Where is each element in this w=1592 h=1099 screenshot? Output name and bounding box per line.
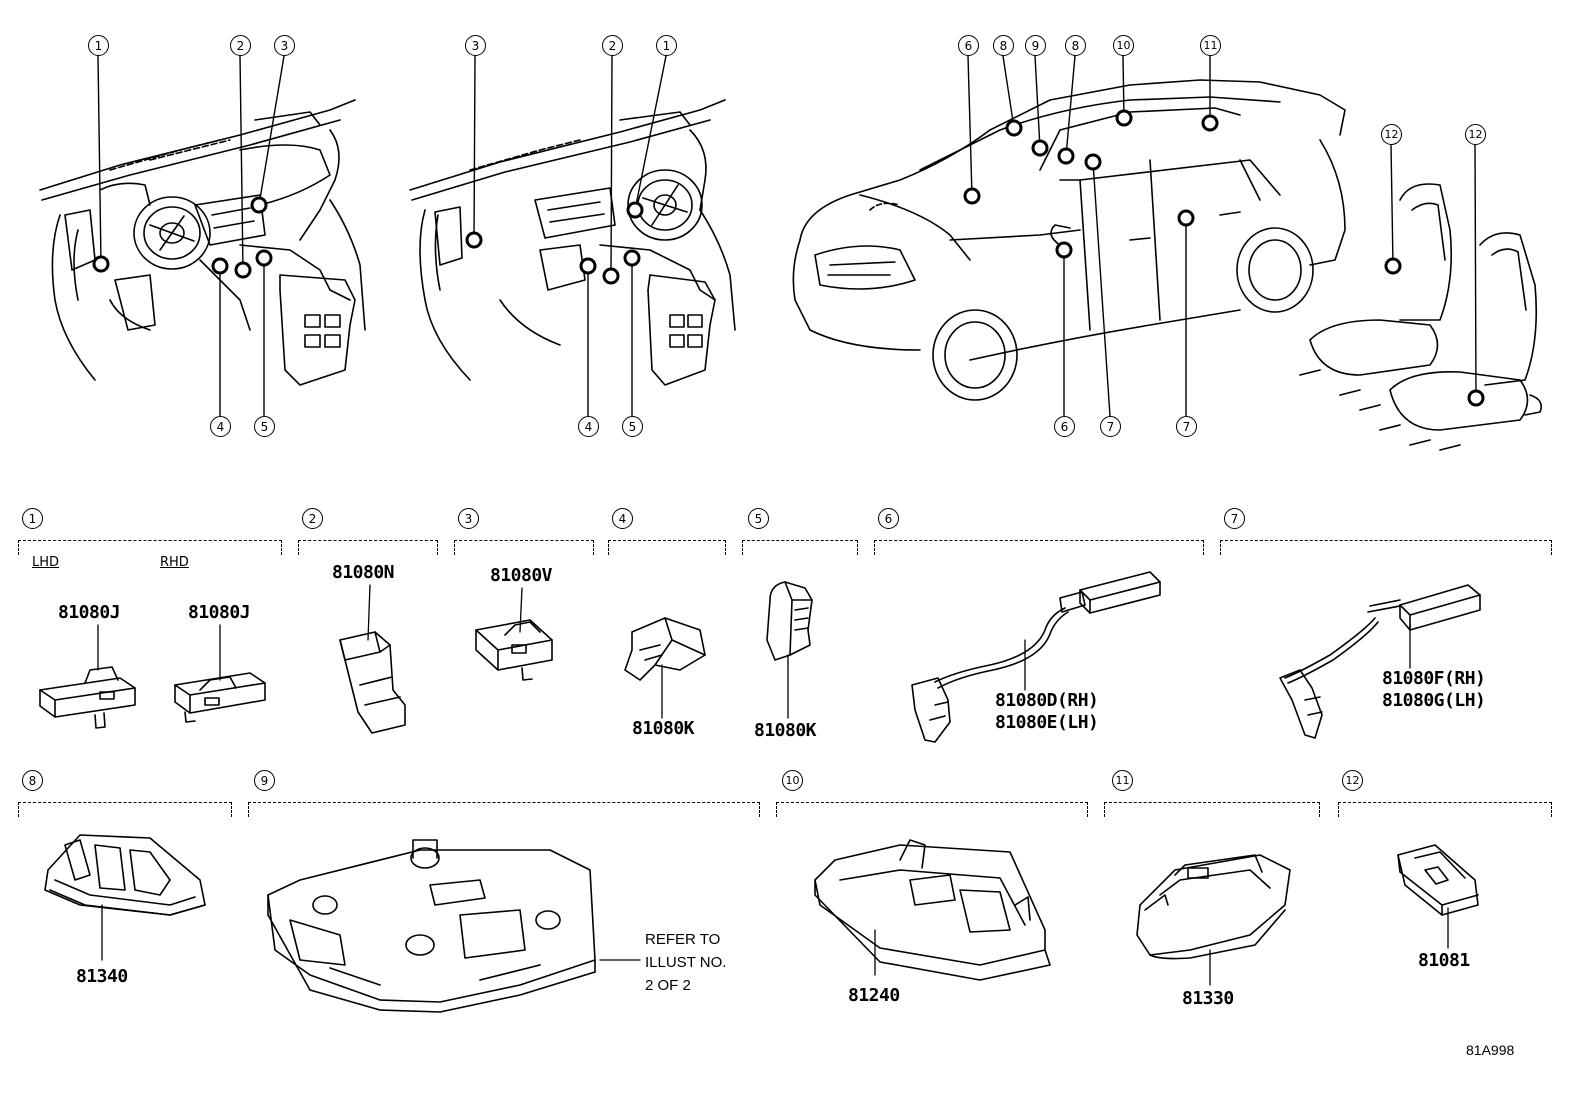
group-3-callout: 3: [458, 508, 479, 529]
callout-1-rhd: 1: [656, 35, 677, 56]
group-2-callout: 2: [302, 508, 323, 529]
callout-8-rear: 8: [1065, 35, 1086, 56]
rhd-dashboard-illustration: [409, 99, 736, 386]
part-number-81080j-rhd[interactable]: 81080J: [188, 602, 251, 623]
group-9-bracket: [248, 802, 760, 817]
group-1-callout: 1: [22, 508, 43, 529]
group-5-bracket: [742, 540, 858, 555]
part-81080f-81080g-drawing: [1279, 584, 1481, 739]
group-8-bracket: [18, 802, 232, 817]
group-10-callout: 10: [782, 770, 803, 791]
part-number-81330[interactable]: 81330: [1182, 988, 1234, 1009]
part-81080j-lhd-drawing: [39, 624, 136, 729]
callout-7-rear: 7: [1176, 416, 1197, 437]
part-number-81080k-5[interactable]: 81080K: [754, 720, 817, 741]
callout-3-rhd: 3: [465, 35, 486, 56]
part-81080d-81080e-drawing: [911, 571, 1161, 743]
rhd-label: RHD: [160, 555, 189, 570]
callout-5-lhd: 5: [254, 416, 275, 437]
callout-6-roof: 6: [958, 35, 979, 56]
callout-6-door: 6: [1054, 416, 1075, 437]
leader-lines: [97, 55, 1477, 417]
group-9-callout: 9: [254, 770, 275, 791]
part-81080v-drawing: [475, 587, 553, 681]
group-7-bracket: [1220, 540, 1552, 555]
part-number-81080v[interactable]: 81080V: [490, 565, 553, 586]
callout-1-lhd: 1: [88, 35, 109, 56]
refer-to-illust-note: REFER TO ILLUST NO. 2 OF 2: [645, 931, 727, 994]
part-81080j-rhd-drawing: [174, 624, 266, 723]
group-6-callout: 6: [878, 508, 899, 529]
part-number-81080e-lh[interactable]: 81080E(LH): [995, 712, 1099, 733]
group-10-bracket: [776, 802, 1088, 817]
callout-2-lhd: 2: [230, 35, 251, 56]
callout-7-front: 7: [1100, 416, 1121, 437]
group-11-callout: 11: [1112, 770, 1133, 791]
callout-5-rhd: 5: [622, 416, 643, 437]
callout-4-lhd: 4: [210, 416, 231, 437]
part-81080n-drawing: [339, 584, 406, 734]
group-8-callout: 8: [22, 770, 43, 791]
part-number-81240[interactable]: 81240: [848, 985, 900, 1006]
group-1-bracket: [18, 540, 282, 555]
callout-11: 11: [1200, 35, 1221, 56]
part-number-81080f-rh[interactable]: 81080F(RH): [1382, 668, 1486, 689]
group-3-bracket: [454, 540, 594, 555]
part-81081-drawing: [1397, 844, 1479, 949]
group-5-callout: 5: [748, 508, 769, 529]
group-4-bracket: [608, 540, 726, 555]
lhd-dashboard-illustration: [39, 99, 366, 386]
group-12-callout: 12: [1342, 770, 1363, 791]
callout-12-rear-seat: 12: [1465, 124, 1486, 145]
part-number-81080n[interactable]: 81080N: [332, 562, 395, 583]
lhd-label: LHD: [32, 555, 60, 570]
callout-2-rhd: 2: [602, 35, 623, 56]
part-number-81080g-lh[interactable]: 81080G(LH): [1382, 690, 1486, 711]
group-7-callout: 7: [1224, 508, 1245, 529]
part-number-81080k-4[interactable]: 81080K: [632, 718, 695, 739]
group-4-callout: 4: [612, 508, 633, 529]
callout-8-front: 8: [993, 35, 1014, 56]
group-11-bracket: [1104, 802, 1320, 817]
callout-3-lhd: 3: [274, 35, 295, 56]
group-6-bracket: [874, 540, 1204, 555]
callout-4-rhd: 4: [578, 416, 599, 437]
part-81340-drawing: [44, 834, 206, 961]
part-number-81081[interactable]: 81081: [1418, 950, 1470, 971]
callout-12-front-seat: 12: [1381, 124, 1402, 145]
seats-illustration: [1299, 183, 1543, 451]
part-number-81080d-rh[interactable]: 81080D(RH): [995, 690, 1099, 711]
part-number-81340[interactable]: 81340: [76, 966, 128, 987]
part-81330-drawing: [1136, 854, 1291, 986]
group-2-bracket: [298, 540, 438, 555]
group-12-bracket: [1338, 802, 1552, 817]
part-81240-drawing: [814, 839, 1051, 981]
callout-10: 10: [1113, 35, 1134, 56]
location-dots: [92, 109, 1485, 407]
figure-code: 81A998: [1466, 1042, 1515, 1058]
part-81250-overhead-drawing: [267, 839, 641, 1013]
part-81080k-drawing-4: [624, 617, 706, 719]
part-number-81080j-lhd[interactable]: 81080J: [58, 602, 121, 623]
callout-9: 9: [1025, 35, 1046, 56]
part-81080k-drawing-5: [766, 581, 813, 719]
